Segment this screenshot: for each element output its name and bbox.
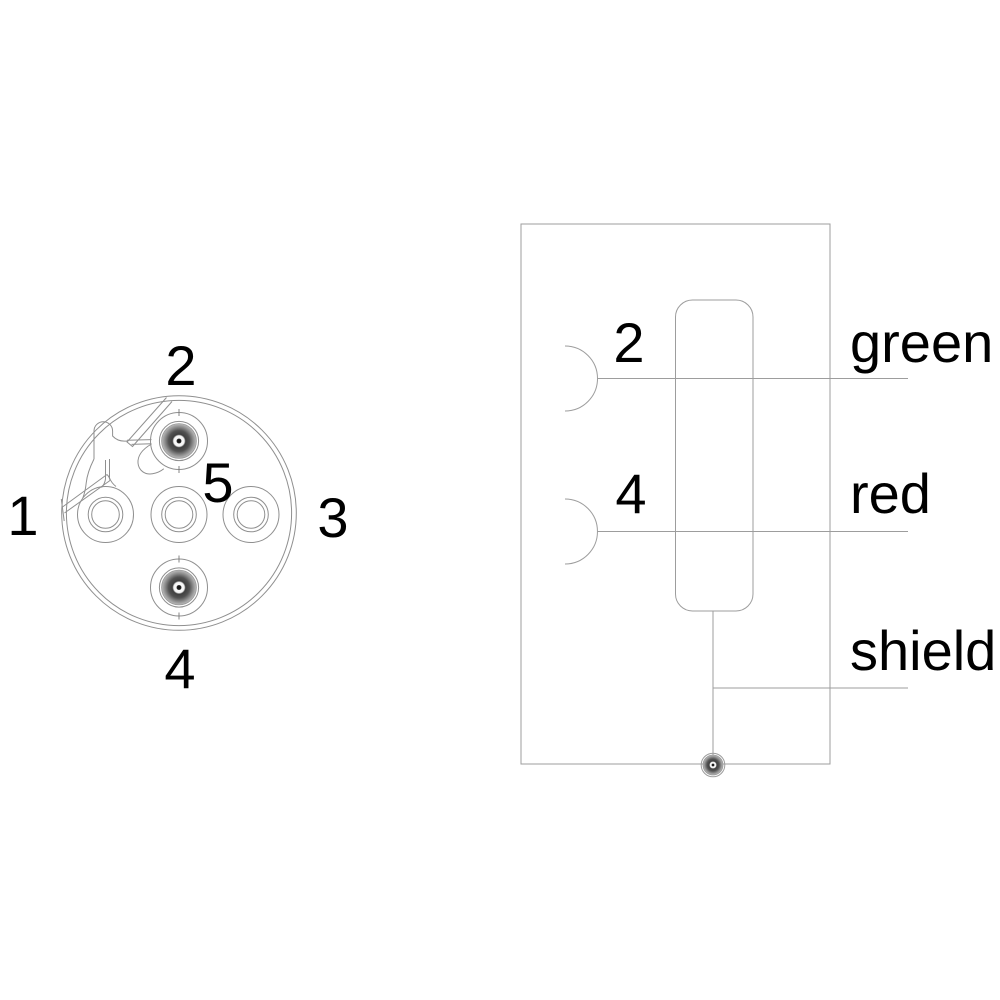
connector-outer-ring (61, 395, 297, 631)
wire-label-red: red (850, 462, 931, 525)
pin-1-contact (87, 496, 124, 533)
wire-label-shield: shield (850, 619, 996, 682)
pin-5-cavity (150, 486, 208, 543)
wiring-box (520, 223, 831, 765)
pin-3-label: 3 (317, 486, 348, 549)
schematic-pin-4-label: 4 (615, 462, 646, 525)
pin-1-cavity (77, 486, 134, 543)
pin-4-contact (158, 555, 200, 620)
connector-face-view: 1 2 3 4 5 (7, 334, 348, 700)
pin-2-node (564, 345, 598, 412)
pin-2-contact (158, 409, 200, 473)
keyway-cutouts (60, 397, 173, 522)
connector-inner-ring (65, 399, 293, 627)
shield-terminal (700, 752, 726, 778)
pin-2-label: 2 (165, 334, 196, 397)
wiring-schematic-view: 2 4 green red shield (520, 223, 996, 778)
pin-3-cavity (222, 486, 280, 543)
wire-label-green: green (850, 311, 993, 374)
pin-1-label: 1 (7, 484, 38, 547)
pin-3-contact (233, 496, 269, 533)
connector-body-outline (675, 299, 754, 612)
pin-5-label: 5 (202, 451, 233, 514)
pin-5-contact (161, 496, 197, 533)
pin-4-label: 4 (164, 637, 195, 700)
pin-4-node (564, 498, 598, 565)
schematic-pin-2-label: 2 (613, 311, 644, 374)
